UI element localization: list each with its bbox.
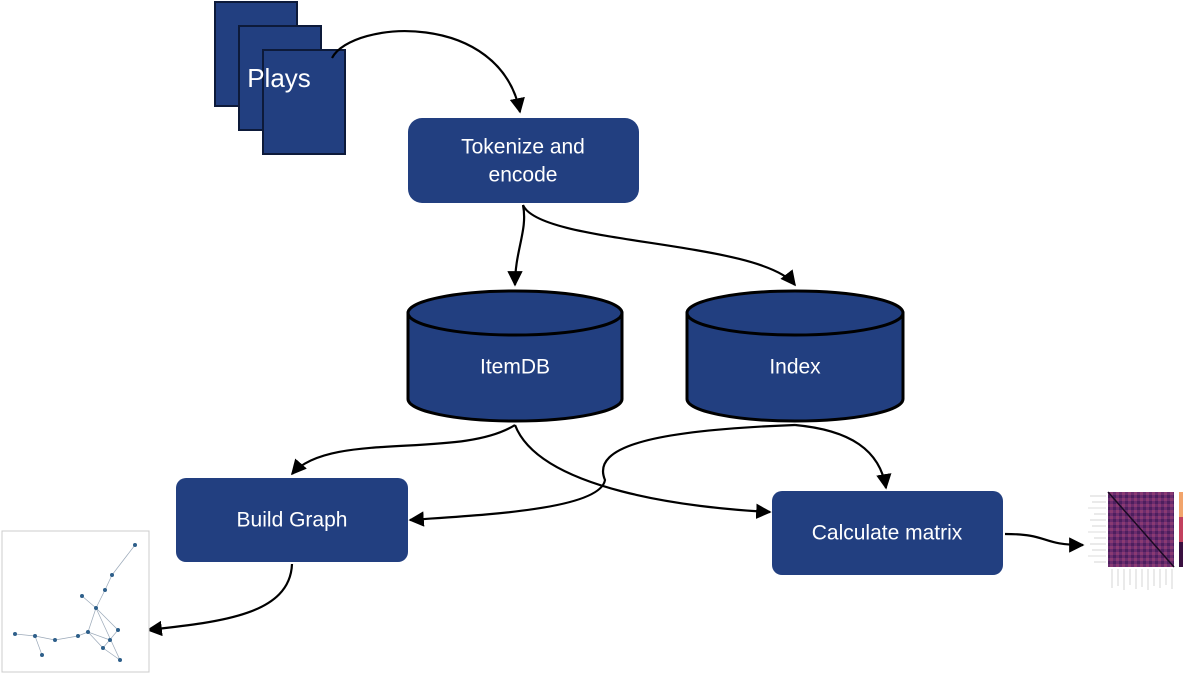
network-thumbnail-frame <box>1 530 150 673</box>
tokenize-label-line2: encode <box>489 164 558 187</box>
edge-itemdb-to-calculate-matrix <box>513 424 772 519</box>
tokenize-node: Tokenize and encode <box>408 118 639 203</box>
plays-label: Plays <box>247 63 311 93</box>
tokenize-label-line1: Tokenize and <box>461 136 585 159</box>
edge-index-to-build-graph <box>408 423 796 527</box>
network-graph-thumbnail <box>1 530 150 673</box>
edge-itemdb-to-build-graph <box>290 424 516 476</box>
index-cylinder-top <box>685 289 905 337</box>
heatmap-diagonal <box>1107 491 1175 568</box>
tokenize-box <box>408 118 639 203</box>
edge-index-to-calculate-matrix <box>794 423 892 490</box>
heatmap-thumbnail <box>1088 491 1183 590</box>
build-graph-box <box>176 478 408 562</box>
edge-tokenize-to-index <box>521 204 796 287</box>
calculate-matrix-box <box>772 491 1003 575</box>
calculate-matrix-node: Calculate matrix <box>772 491 1003 575</box>
calculate-matrix-label: Calculate matrix <box>812 522 963 545</box>
index-cylinder-body <box>685 311 905 423</box>
edge-calculate-matrix-to-heatmap <box>1004 532 1085 553</box>
document-shape-front <box>262 49 346 155</box>
index-label: Index <box>769 356 821 379</box>
edges <box>146 30 1085 637</box>
heatmap-column-labels <box>1111 569 1173 590</box>
heatmap-row-labels <box>1088 495 1106 563</box>
index-database: Index <box>685 289 905 423</box>
itemdb-label: ItemDB <box>480 356 550 379</box>
itemdb-cylinder-body <box>406 311 624 423</box>
heatmap-colorbar-high <box>1179 492 1183 517</box>
itemdb-cylinder-top <box>406 289 624 337</box>
edge-build-graph-to-network-thumbnail <box>146 563 294 637</box>
build-graph-node: Build Graph <box>176 478 408 562</box>
network-nodes <box>13 543 137 662</box>
heatmap-colorbar-mid <box>1179 517 1183 542</box>
edge-tokenize-to-itemdb <box>507 204 526 287</box>
edge-plays-to-tokenize <box>331 30 525 114</box>
plays-documents: Plays <box>214 1 346 155</box>
build-graph-label: Build Graph <box>237 509 348 532</box>
itemdb-database: ItemDB <box>406 289 624 423</box>
network-edges <box>14 544 136 661</box>
